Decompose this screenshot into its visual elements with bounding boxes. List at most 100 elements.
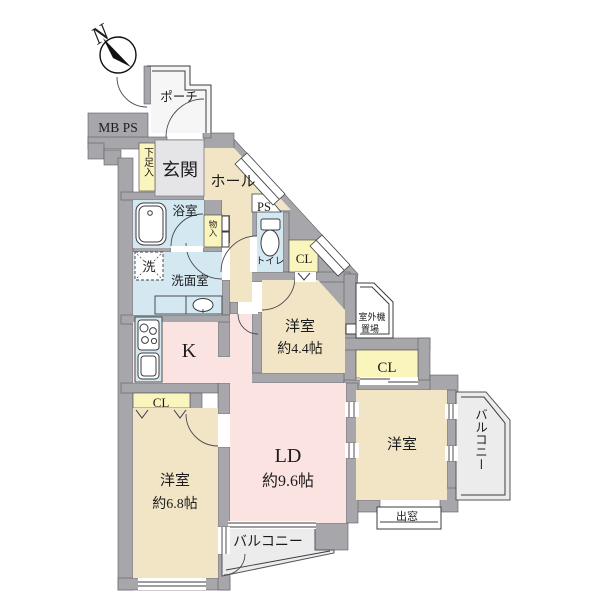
balcony-door-arc xyxy=(223,553,246,576)
wall-segment xyxy=(117,157,134,591)
wall-segment xyxy=(217,321,231,358)
wall-segment xyxy=(251,311,263,384)
diagonal-window-lower xyxy=(309,234,351,277)
label-hall: ホール xyxy=(210,174,255,190)
door-gap-bath xyxy=(171,246,203,252)
wall-segment xyxy=(446,418,457,447)
label-washer: 洗 xyxy=(143,260,156,274)
label-bedroom68-size: 約6.8帖 xyxy=(152,496,198,512)
closet-west-door-mark xyxy=(135,409,149,419)
bedroom-east-windows xyxy=(445,404,458,461)
bay-window-box xyxy=(376,506,442,530)
shoe-cabinet-box xyxy=(138,142,156,192)
bedroom68-balcony-window xyxy=(218,527,230,554)
room-living xyxy=(230,314,346,523)
stove-icon xyxy=(137,319,160,351)
wall-segment xyxy=(217,446,231,528)
bedroom68-south-window xyxy=(138,578,206,590)
closet-east-sliding-door xyxy=(360,377,418,385)
door-gap-closet-east xyxy=(360,377,418,385)
wall-segment xyxy=(429,374,459,393)
bedroom44-door-arc xyxy=(261,276,296,311)
door-gap-closet-hall xyxy=(295,272,316,282)
balcony-east xyxy=(455,391,511,501)
ld-east-openings xyxy=(345,402,359,458)
diagonal-window-upper xyxy=(234,152,286,206)
pipe-space-box xyxy=(251,193,282,213)
label-closet-hall: CL xyxy=(296,251,313,266)
label-living-size: 約9.6帖 xyxy=(262,472,314,490)
wall-segment xyxy=(120,382,219,394)
ac-unit-space xyxy=(345,282,394,339)
wall-segment xyxy=(103,149,122,166)
fixtures xyxy=(134,202,281,383)
door-gap-bedroom68 xyxy=(218,414,230,447)
wall-segment xyxy=(314,522,349,551)
porch-door-arc xyxy=(116,76,148,108)
label-meter-box: MB PS xyxy=(98,120,137,135)
label-bathroom: 浴室 xyxy=(172,203,197,218)
room-bedroom-east xyxy=(356,390,447,500)
label-ac-space-2: 置場 xyxy=(361,323,379,334)
bathtub-icon xyxy=(135,202,167,246)
label-bedroom44-size: 約4.4帖 xyxy=(277,341,323,357)
door-gap-bedroom44 xyxy=(252,282,262,312)
label-closet-east: CL xyxy=(377,360,396,376)
label-living: LD xyxy=(275,445,302,467)
label-ac-space-1: 室外機 xyxy=(358,311,385,322)
balcony-east-inner-rail xyxy=(461,396,506,496)
porch xyxy=(116,65,212,145)
closet-west-door-mark xyxy=(173,409,187,419)
windows xyxy=(138,148,458,590)
ac-unit-inner-outline xyxy=(360,286,390,335)
wall-segment xyxy=(245,372,351,384)
label-bedroom-east: 洋室 xyxy=(387,436,417,453)
toilet-icon xyxy=(260,218,281,257)
kitchen-ld-passage xyxy=(218,357,230,383)
wall-segment xyxy=(343,337,431,351)
storage-double-doors xyxy=(221,215,230,248)
door-gap-toilet xyxy=(250,236,257,272)
label-entrance: 玄関 xyxy=(162,160,198,180)
wall-segment xyxy=(87,142,105,160)
label-kitchen: K xyxy=(182,340,197,362)
ac-vent xyxy=(345,323,357,335)
compass-needle xyxy=(103,38,131,67)
vanity-sink-icon xyxy=(154,295,223,315)
label-balcony-south: バルコニー xyxy=(233,535,303,550)
wall-segment xyxy=(221,279,231,316)
label-closet-west: CL xyxy=(153,395,170,410)
kitchen-sink-icon xyxy=(137,352,160,380)
wall-segment xyxy=(417,337,431,386)
porch-outline-inner xyxy=(152,70,207,133)
closet-hall-door-mark xyxy=(297,272,311,281)
label-balcony-east: バルコニー xyxy=(473,408,487,471)
label-pipe-space: PS xyxy=(257,200,271,214)
label-bedroom68: 洋室 xyxy=(160,472,190,489)
balcony-south xyxy=(221,527,335,577)
label-shoe-cabinet: 下足入 xyxy=(142,147,154,177)
hall-ld-door-arc xyxy=(237,313,259,335)
wall-segment xyxy=(217,382,231,415)
compass: N xyxy=(86,19,137,74)
wall-segment xyxy=(229,301,239,315)
balcony-south-inner-rail xyxy=(225,550,331,571)
doors xyxy=(135,213,418,447)
balcony-east-floor xyxy=(455,391,511,501)
door-gap-washroom xyxy=(222,243,230,280)
ld-south-window xyxy=(228,521,316,529)
label-porch: ポーチ xyxy=(160,90,198,104)
label-washroom: 洗面室 xyxy=(171,273,209,288)
room-bedroom-68 xyxy=(133,408,218,578)
labels: ポーチ MB PS 下足入 玄関 ホール PS 浴室 物入 トイレ CL 洗 洗… xyxy=(98,90,487,550)
wall-segment xyxy=(446,389,457,405)
bedroom68-door-arc xyxy=(185,413,219,447)
entrance-door-arc xyxy=(165,98,205,138)
kitchen-counter xyxy=(134,316,163,383)
porch-outline-outer xyxy=(147,65,212,133)
toilet-door-arc xyxy=(220,235,258,273)
label-storage: 物入 xyxy=(208,219,218,237)
bath-door-arc xyxy=(170,213,204,247)
